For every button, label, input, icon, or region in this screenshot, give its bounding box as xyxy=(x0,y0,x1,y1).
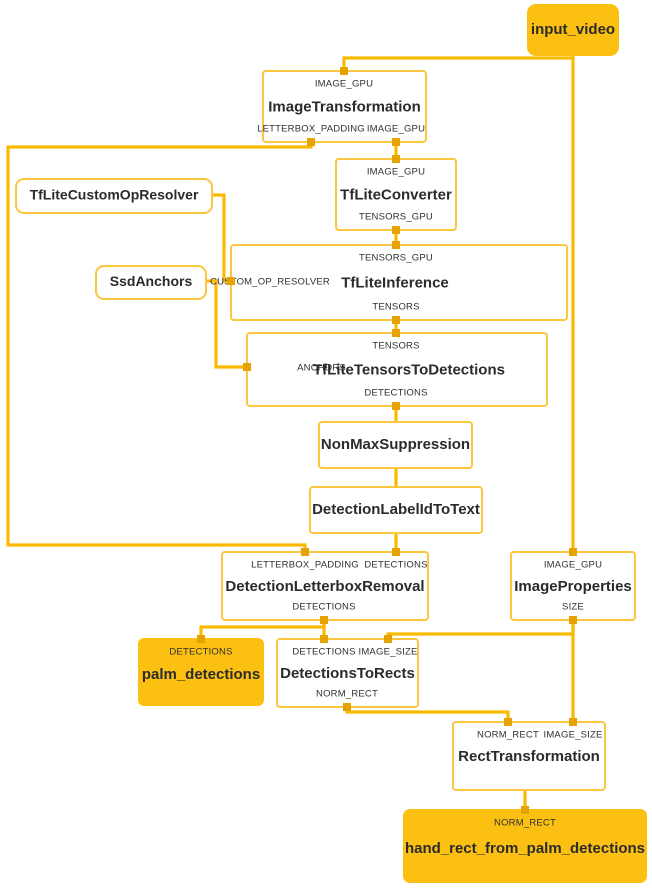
node-hand_rect_from_palm_detections[interactable]: hand_rect_from_palm_detections NORM_RECT xyxy=(403,806,647,883)
node-tflite_tensors_to_detections[interactable]: TfLiteTensorsToDetections TENSORS ANCHORS D… xyxy=(243,329,548,410)
node-tflite_inference[interactable]: TfLiteInference TENSORS_GPU CUSTOM_OP_RESO… xyxy=(210,241,568,324)
side-input-port-tflite_tensors_to_detections-0[interactable] xyxy=(243,363,251,371)
node-label-detections_to_rects: DetectionsToRects xyxy=(280,665,415,682)
output-port-detections_to_rects-0[interactable] xyxy=(343,703,351,711)
node-label-detection_letterbox_removal: DetectionLetterboxRemoval xyxy=(225,578,424,595)
input-port-detections_to_rects-1[interactable] xyxy=(384,635,392,643)
input-port-label-detections_to_rects-0: DETECTIONS xyxy=(292,647,355,658)
input-port-rect_transformation-0[interactable] xyxy=(504,718,512,726)
input-port-image_transformation-0[interactable] xyxy=(340,67,348,75)
node-palm_detections[interactable]: palm_detections DETECTIONS xyxy=(138,635,264,706)
node-label-tflite_converter: TfLiteConverter xyxy=(340,186,452,203)
input-port-detection_letterbox_removal-1[interactable] xyxy=(392,548,400,556)
node-body-tflite_custom_op_resolver[interactable] xyxy=(15,178,213,214)
input-port-detection_letterbox_removal-0[interactable] xyxy=(301,548,309,556)
input-port-label-hand_rect_from_palm_detections-0: NORM_RECT xyxy=(494,818,556,829)
output-port-tflite_inference-0[interactable] xyxy=(392,316,400,324)
input-port-label-detection_letterbox_removal-1: DETECTIONS xyxy=(364,560,427,571)
input-port-detections_to_rects-0[interactable] xyxy=(320,635,328,643)
input-port-rect_transformation-1[interactable] xyxy=(569,718,577,726)
input-port-tflite_inference-0[interactable] xyxy=(392,241,400,249)
output-port-image_properties-0[interactable] xyxy=(569,616,577,624)
node-image_transformation[interactable]: ImageTransformationIMAGE_GPULETTERBOX_PA… xyxy=(257,67,427,146)
output-port-label-tflite_converter-0: TENSORS_GPU xyxy=(359,212,433,223)
node-label-image_properties: ImageProperties xyxy=(514,578,632,595)
node-label-tflite_custom_op_resolver: TfLiteCustomOpResolver xyxy=(30,187,199,203)
input-port-label-tflite_inference-0: TENSORS_GPU xyxy=(359,253,433,264)
output-port-label-tflite_tensors_to_detections-0: DETECTIONS xyxy=(364,388,427,399)
input-port-label-palm_detections-0: DETECTIONS xyxy=(169,647,232,658)
side-input-label-tflite_tensors_to_detections-0: ANCHORS xyxy=(297,363,346,374)
output-port-label-image_transformation-1: IMAGE_GPU xyxy=(367,124,425,135)
side-input-port-tflite_inference-0[interactable] xyxy=(227,277,235,285)
input-port-label-detections_to_rects-1: IMAGE_SIZE xyxy=(358,647,417,658)
input-port-palm_detections-0[interactable] xyxy=(197,635,205,643)
node-non_max_suppression[interactable]: NonMaxSuppression xyxy=(318,421,473,469)
edge-ssd_anchors-to-tflite_tensors_to_detections xyxy=(206,279,252,369)
input-port-label-image_properties-0: IMAGE_GPU xyxy=(544,560,602,571)
node-tflite_custom_op_resolver[interactable]: TfLiteCustomOpResolver xyxy=(15,178,213,214)
node-detection_letterbox_removal[interactable]: DetectionLetterboxRemoval LETTERBOX_PADDI… xyxy=(221,548,429,624)
node-body-ssd_anchors[interactable] xyxy=(95,265,207,300)
node-tflite_converter[interactable]: TfLiteConverter IMAGE_GPU TENSORS_GPU xyxy=(335,155,457,234)
node-rect_transformation[interactable]: RectTransformation NORM_RECT IMAGE_SIZE xyxy=(452,718,606,791)
side-input-label-tflite_inference-0: CUSTOM_OP_RESOLVER xyxy=(210,277,330,288)
node-label-rect_transformation: RectTransformation xyxy=(458,748,600,765)
nodes-layer: input_videoImageTransformationIMAGE_GPUL… xyxy=(15,4,647,883)
node-label-ssd_anchors: SsdAnchors xyxy=(110,273,193,289)
output-port-label-tflite_inference-0: TENSORS xyxy=(372,302,419,313)
node-label-hand_rect_from_palm_detections: hand_rect_from_palm_detections xyxy=(405,840,645,857)
input-port-label-rect_transformation-0: NORM_RECT xyxy=(477,730,539,741)
output-port-detection_letterbox_removal-0[interactable] xyxy=(320,616,328,624)
output-port-label-image_transformation-0: LETTERBOX_PADDING xyxy=(257,124,365,135)
output-port-tflite_tensors_to_detections-0[interactable] xyxy=(392,402,400,410)
node-label-palm_detections: palm_detections xyxy=(142,666,260,683)
output-port-image_transformation-0[interactable] xyxy=(307,138,315,146)
node-label-image_transformation: ImageTransformation xyxy=(268,98,421,115)
input-port-label-tflite_converter-0: IMAGE_GPU xyxy=(367,167,425,178)
input-port-label-rect_transformation-1: IMAGE_SIZE xyxy=(543,730,602,741)
node-body-rect_transformation[interactable] xyxy=(452,721,606,791)
input-port-image_properties-0[interactable] xyxy=(569,548,577,556)
node-ssd_anchors[interactable]: SsdAnchors xyxy=(95,265,207,300)
node-body-detection_label_id_to_text[interactable] xyxy=(309,486,483,534)
input-port-label-tflite_tensors_to_detections-0: TENSORS xyxy=(372,341,419,352)
node-label-input_video: input_video xyxy=(531,21,615,38)
node-label-tflite_inference: TfLiteInference xyxy=(341,274,449,291)
output-port-label-detections_to_rects-0: NORM_RECT xyxy=(316,689,378,700)
node-label-tflite_tensors_to_detections: TfLiteTensorsToDetections xyxy=(313,361,505,378)
input-port-tflite_converter-0[interactable] xyxy=(392,155,400,163)
node-image_properties[interactable]: ImageProperties IMAGE_GPU SIZE xyxy=(510,548,636,624)
node-input_video[interactable]: input_video xyxy=(527,4,619,56)
output-port-image_transformation-1[interactable] xyxy=(392,138,400,146)
input-port-label-detection_letterbox_removal-0: LETTERBOX_PADDING xyxy=(251,560,359,571)
output-port-label-image_properties-0: SIZE xyxy=(562,602,584,613)
input-port-tflite_tensors_to_detections-0[interactable] xyxy=(392,329,400,337)
input-port-hand_rect_from_palm_detections-0[interactable] xyxy=(521,806,529,814)
input-port-label-image_transformation-0: IMAGE_GPU xyxy=(315,79,373,90)
node-body-input_video[interactable] xyxy=(527,4,619,56)
output-port-tflite_converter-0[interactable] xyxy=(392,226,400,234)
node-label-non_max_suppression: NonMaxSuppression xyxy=(321,436,470,453)
node-body-non_max_suppression[interactable] xyxy=(318,421,473,469)
node-label-detection_label_id_to_text: DetectionLabelIdToText xyxy=(312,501,480,518)
output-port-label-detection_letterbox_removal-0: DETECTIONS xyxy=(292,602,355,613)
node-detection_label_id_to_text[interactable]: DetectionLabelIdToText xyxy=(309,486,483,534)
